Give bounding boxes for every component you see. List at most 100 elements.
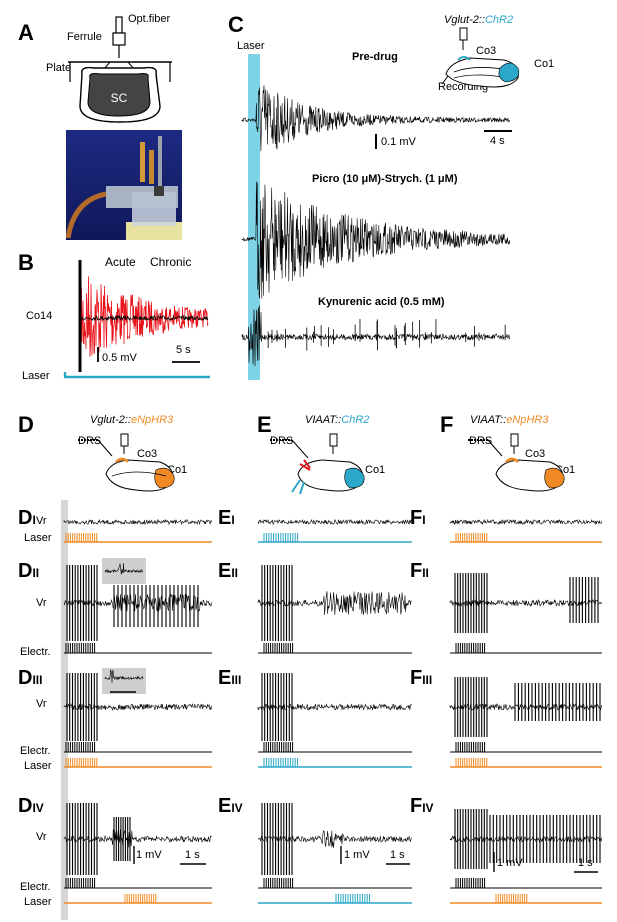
c-picro-label: Picro (10 μM)-Strych. (1 μM) [312, 173, 458, 185]
d-iv-vscale-label: 1 mV [136, 849, 162, 861]
c-picro-path [241, 181, 510, 299]
panel-c-traces [241, 54, 512, 380]
c-genotype-b: ChR2 [484, 14, 514, 26]
d-genotype-b: eNpHR3 [130, 414, 174, 426]
d-sub-i: DI [18, 507, 36, 529]
c-laser-label: Laser [237, 40, 265, 52]
e-iii-vr-trace [257, 703, 412, 711]
e-ii-electr-pulses [263, 643, 294, 653]
d-drs-label: DRS [78, 435, 102, 447]
e-sub-ii: EII [218, 560, 239, 582]
f-iii-late-spikes [514, 683, 601, 721]
f-iv-late-spikes [489, 815, 601, 863]
d-iii-vr-trace [63, 702, 212, 711]
d-i-laser-pulses [65, 533, 98, 542]
f-preparation-schematic [468, 433, 565, 492]
e-preparation-schematic [270, 433, 365, 495]
d-iii-electr-label: Electr. [20, 745, 51, 757]
e-sub-iii: EIII [218, 667, 242, 689]
d-iv-mid-spikes [113, 817, 131, 861]
c-trace-picro [241, 181, 510, 299]
d-i-vr-label: Vr [36, 515, 47, 527]
e-iv-vscale-label: 1 mV [344, 849, 370, 861]
setup-photo [66, 130, 182, 240]
acute-label: Acute [105, 255, 136, 269]
c-tscale-label: 4 s [490, 135, 505, 147]
d-iii-inset [102, 668, 146, 694]
chronic-label: Chronic [150, 255, 192, 269]
panel-d-letter: D [18, 412, 34, 437]
e-iv-vr-trace [258, 830, 412, 848]
co14-label: Co14 [26, 310, 53, 322]
e-iii-electr-pulses [263, 742, 294, 752]
c-genotype-a: Vglut-2:: [444, 14, 485, 26]
c-predrug-label: Pre-drug [352, 51, 398, 63]
f-iv-laser-pulses [495, 894, 528, 903]
f-iv-electr-pulses [455, 878, 486, 888]
panel-f-letter: F [440, 412, 454, 437]
e-iv-laser-pulses [335, 894, 371, 903]
d-co3-label: Co3 [137, 448, 158, 460]
f-genotype-b: eNpHR3 [506, 414, 549, 426]
d-ii-late-spikes [113, 585, 199, 627]
plate-label: Plate [46, 62, 72, 74]
acute-trace [78, 260, 209, 372]
d-iv-electr-pulses [65, 878, 96, 888]
e-i-laser-pulses [263, 533, 299, 542]
d-iii-laser-pulses [65, 758, 98, 767]
f-iii-laser-pulses [455, 758, 488, 767]
d-iv-electr-label: Electr. [20, 881, 51, 893]
c-co3-label: Co3 [476, 45, 497, 57]
ferrule-label: Ferrule [67, 31, 102, 43]
f-sub-iii: FIII [410, 667, 433, 689]
f-genotype: VIAAT::eNpHR3 [470, 414, 548, 426]
e-co1-label: Co1 [365, 464, 386, 476]
panel-e-letter: E [257, 412, 272, 437]
c-co1-label: Co1 [534, 58, 555, 70]
e-sub-iv: EIV [218, 795, 243, 817]
f-sub-i: FI [410, 507, 426, 529]
sc-label: SC [111, 91, 128, 105]
e-ii-vr-trace [257, 591, 412, 616]
d-ii-electr-label: Electr. [20, 646, 51, 658]
panel-a-letter: A [18, 20, 34, 45]
f-ii-late-spikes [569, 577, 599, 623]
d-i-vr-trace [63, 518, 212, 526]
b-laser-label: Laser [22, 370, 50, 382]
f-i-vr-trace [449, 518, 603, 526]
f-iii-vr-trace [449, 703, 603, 711]
c-kyn-path [241, 305, 511, 367]
acute-trace-path [81, 314, 209, 322]
e-sub-i: EI [218, 507, 235, 529]
f-co3-label: Co3 [525, 448, 546, 460]
d-laser-onset-bar [61, 500, 68, 920]
d-iv-vr-label: Vr [36, 831, 47, 843]
e-iii-burst [261, 673, 293, 741]
d-preparation-schematic [78, 433, 175, 492]
chronic-trace [79, 263, 209, 364]
e-drs-label: DRS [270, 435, 294, 447]
d-sub-iii: DIII [18, 667, 43, 689]
c-vscale-label: 0.1 mV [381, 136, 416, 148]
d-iii-electr-pulses [65, 742, 96, 752]
f-sub-ii: FII [410, 560, 429, 582]
f-sub-iv: FIV [410, 795, 434, 817]
b-vscale-label: 0.5 mV [102, 352, 137, 364]
d-genotype-a: Vglut-2:: [90, 414, 131, 426]
e-iii-laser-pulses [263, 758, 299, 767]
e-genotype: VIAAT::ChR2 [305, 414, 369, 426]
d-iii-inset-trace [104, 669, 144, 683]
e-genotype-b: ChR2 [341, 414, 370, 426]
def-traces [63, 518, 603, 904]
panel-b-traces [63, 260, 210, 379]
c-predrug-path [241, 85, 510, 152]
d-iv-laser-label: Laser [24, 896, 52, 908]
d-sub-iv: DIV [18, 795, 44, 817]
d-iii-laser-label: Laser [24, 760, 52, 772]
c-preparation-schematic [441, 27, 520, 88]
c-trace-kyn [241, 305, 511, 367]
c-kyn-label: Kynurenic acid (0.5 mM) [318, 296, 445, 308]
c-laser-band [248, 54, 260, 380]
b-tscale-label: 5 s [176, 344, 191, 356]
